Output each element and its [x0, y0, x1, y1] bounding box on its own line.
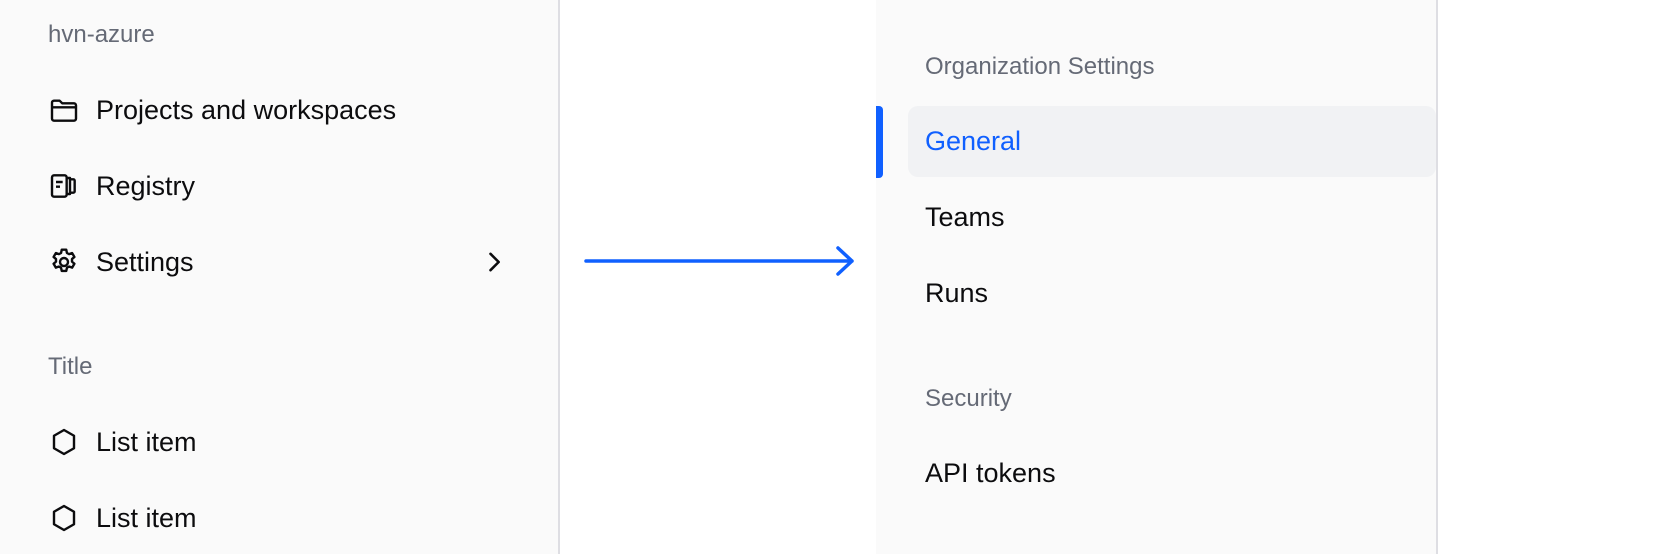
settings-item-runs[interactable]: Runs: [925, 278, 989, 308]
nav-item-label: Registry: [96, 171, 196, 201]
nav-item-projects[interactable]: Projects and workspaces: [48, 88, 396, 132]
settings-item-api-tokens[interactable]: API tokens: [925, 458, 1056, 488]
list-item-label: List item: [96, 427, 197, 457]
registry-icon: [48, 170, 80, 202]
nav-item-label: Projects and workspaces: [96, 95, 397, 125]
active-indicator: [876, 106, 883, 178]
hexagon-icon: [48, 502, 80, 534]
list-item[interactable]: List item: [48, 420, 197, 464]
folder-icon: [48, 94, 80, 126]
org-name: hvn-azure: [48, 21, 155, 48]
settings-item-teams[interactable]: Teams: [925, 202, 1005, 232]
section-title-security: Security: [925, 385, 1012, 412]
list-item[interactable]: List item: [48, 496, 197, 540]
list-item-label: List item: [96, 503, 197, 533]
section-title: Title: [48, 353, 93, 380]
nav-item-settings[interactable]: Settings: [48, 240, 194, 284]
primary-sidebar: hvn-azure Projects and workspaces Regist…: [0, 0, 560, 554]
settings-sidebar: Organization Settings General Teams Runs…: [876, 0, 1438, 554]
settings-item-general[interactable]: General: [908, 106, 1436, 177]
nav-item-label: Settings: [96, 247, 194, 277]
arrow-right-icon: [584, 246, 854, 276]
section-title-organization-settings: Organization Settings: [925, 53, 1155, 80]
hexagon-icon: [48, 426, 80, 458]
chevron-right-icon[interactable]: [480, 248, 508, 276]
gear-icon: [48, 246, 80, 278]
nav-item-registry[interactable]: Registry: [48, 164, 195, 208]
